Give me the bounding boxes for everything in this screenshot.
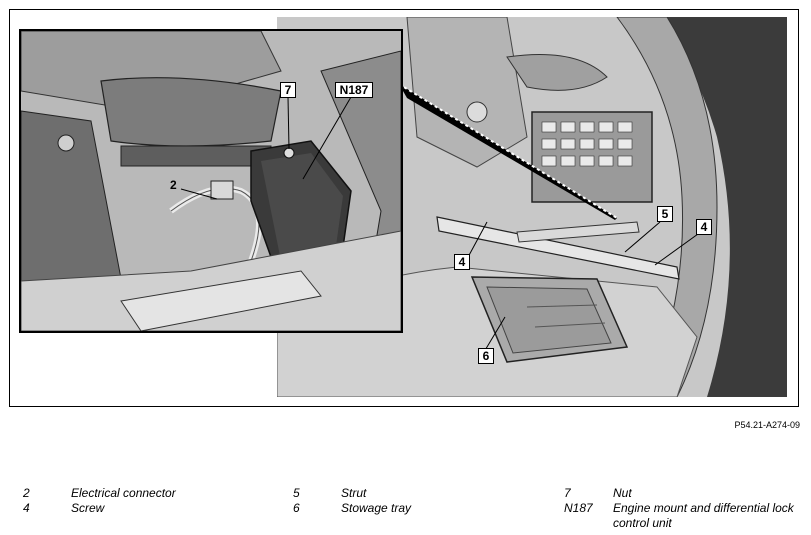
callout-stowage-tray: 6 [478, 348, 494, 364]
legend-text: Strut [341, 486, 367, 500]
legend-text: Engine mount and differential lock contr… [613, 501, 794, 530]
callout-screw-right: 4 [696, 219, 712, 235]
legend-text: Stowage tray [341, 501, 412, 515]
legend-text: Nut [613, 486, 632, 500]
detail-pointer [398, 83, 618, 220]
callout-screw-left: 4 [454, 254, 470, 270]
legend-number: 4 [23, 501, 30, 515]
callout-n187: N187 [335, 82, 373, 98]
legend-number: N187 [564, 501, 593, 515]
callout-nut: 7 [280, 82, 296, 98]
callout-strut: 5 [657, 206, 673, 222]
callout-electrical-connector: 2 [170, 178, 177, 192]
legend-number: 2 [23, 486, 30, 500]
legend-text: Screw [71, 501, 105, 515]
figure-id: P54.21-A274-09 [734, 420, 800, 430]
legend-item: N187 Engine mount and differential lock … [564, 501, 804, 531]
legend-text: Electrical connector [71, 486, 176, 500]
legend-number: 7 [564, 486, 571, 500]
legend-number: 5 [293, 486, 300, 500]
legend-number: 6 [293, 501, 300, 515]
inset-illustration [19, 29, 403, 333]
